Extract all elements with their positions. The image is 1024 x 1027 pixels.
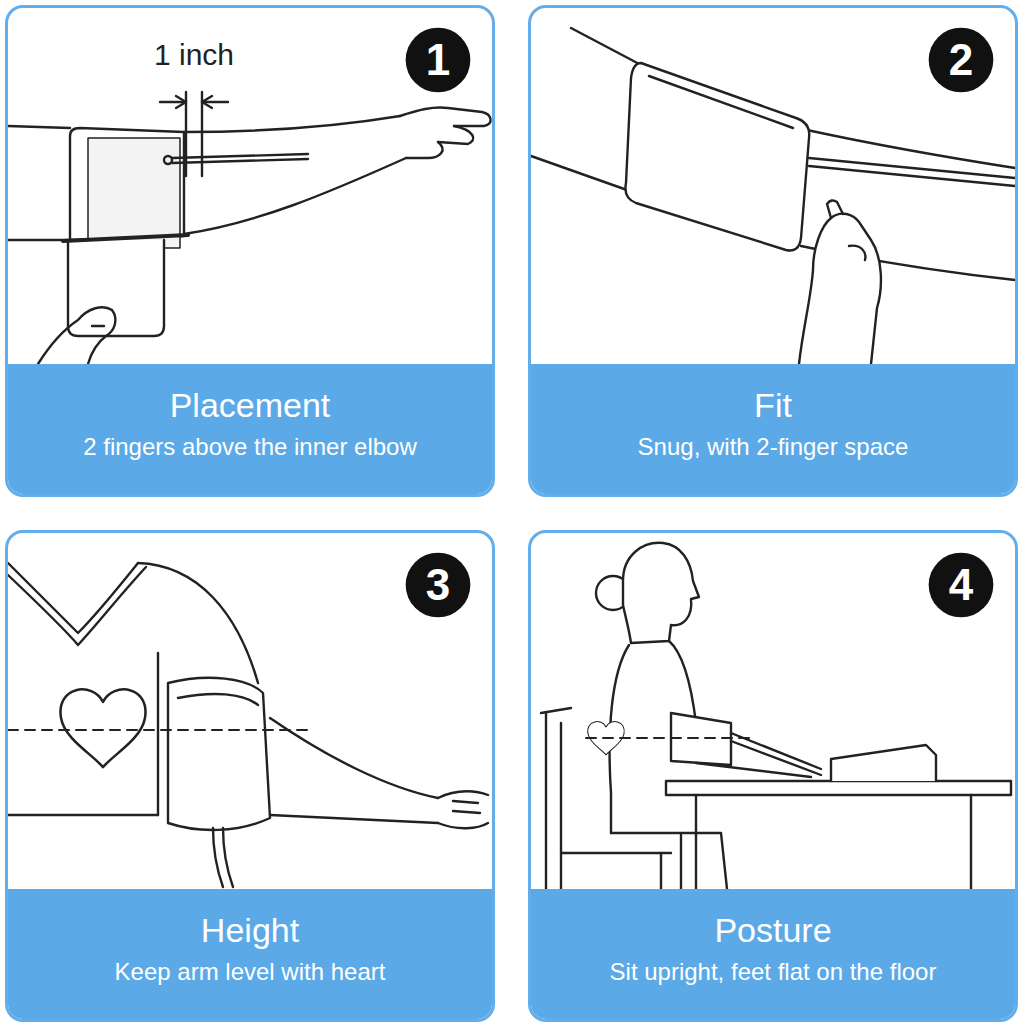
badge-circle-shape xyxy=(406,553,471,618)
line-art xyxy=(809,166,1015,186)
line-art xyxy=(172,154,308,158)
step-instruction: Keep arm level with heart xyxy=(14,957,486,987)
callout-number: 1 xyxy=(405,35,471,85)
line-art xyxy=(696,763,811,777)
step-number-badge: 3 xyxy=(405,552,471,618)
line-art xyxy=(623,543,699,643)
line-art xyxy=(8,126,70,128)
callout-number: 2 xyxy=(928,35,994,85)
line-art xyxy=(8,814,158,816)
line-art xyxy=(807,130,1015,168)
line-art xyxy=(660,853,662,889)
line-art xyxy=(38,307,115,364)
height-illustration xyxy=(8,563,488,887)
line-art xyxy=(545,713,547,889)
step-instruction: Sit upright, feet flat on the floor xyxy=(537,957,1009,987)
line-art xyxy=(60,689,145,767)
line-art xyxy=(92,325,104,327)
step-number-badge: 1 xyxy=(405,27,471,93)
line-art xyxy=(270,815,438,823)
instruction-panel: HeightKeep arm level with heart 3 xyxy=(5,530,495,1022)
callout-number: 3 xyxy=(405,560,471,610)
step-title: Fit xyxy=(537,384,1009,426)
line-art xyxy=(168,678,270,830)
line-art xyxy=(202,101,228,103)
step-title: Posture xyxy=(537,909,1009,951)
line-art xyxy=(223,828,233,887)
line-art xyxy=(157,653,159,815)
line-art xyxy=(669,641,696,723)
line-art xyxy=(970,795,972,889)
line-art xyxy=(571,28,643,66)
instruction-panel: PostureSit upright, feet flat on the flo… xyxy=(528,530,1018,1022)
line-art xyxy=(178,694,258,705)
line-art xyxy=(560,723,562,889)
instruction-panel: FitSnug, with 2-finger space 2 xyxy=(528,5,1018,497)
line-art xyxy=(400,107,491,126)
line-art xyxy=(695,795,697,889)
line-art xyxy=(680,835,682,889)
line-art xyxy=(541,708,571,713)
line-art xyxy=(649,76,793,128)
line-art xyxy=(176,96,186,108)
line-art xyxy=(270,718,438,798)
line-art xyxy=(63,235,188,241)
line-art xyxy=(611,833,727,889)
line-art xyxy=(160,101,186,103)
line-art xyxy=(8,239,68,241)
badge-circle-shape xyxy=(406,28,471,93)
line-art xyxy=(531,156,627,190)
placement-illustration xyxy=(8,92,491,364)
line-art xyxy=(438,791,488,798)
callout-number: 4 xyxy=(928,560,994,610)
line-art xyxy=(88,138,180,248)
step-instruction: Snug, with 2-finger space xyxy=(537,432,1009,462)
line-art xyxy=(164,156,172,164)
line-art xyxy=(138,563,258,683)
fit-illustration xyxy=(531,28,1015,364)
line-art xyxy=(8,729,308,731)
line-art xyxy=(849,246,865,260)
instruction-panel: Placement 2 fingers above the inner elbow… xyxy=(5,5,495,497)
caption-band: FitSnug, with 2-finger space xyxy=(531,364,1015,494)
line-art xyxy=(586,737,751,739)
caption-band: PostureSit upright, feet flat on the flo… xyxy=(531,889,1015,1019)
posture-illustration xyxy=(541,543,1011,889)
line-art xyxy=(827,200,843,218)
line-art xyxy=(831,745,936,781)
step-instruction: 2 fingers above the inner elbow xyxy=(14,432,486,462)
line-art xyxy=(172,159,308,163)
line-art xyxy=(213,828,223,887)
line-art xyxy=(406,142,443,158)
step-number-badge: 2 xyxy=(928,27,994,93)
caption-band: HeightKeep arm level with heart xyxy=(8,889,492,1019)
line-art xyxy=(8,567,146,645)
line-art xyxy=(184,158,406,234)
step-title: Placement xyxy=(14,384,486,426)
line-art xyxy=(561,852,671,854)
line-art xyxy=(185,92,187,176)
line-art xyxy=(438,823,488,828)
badge-circle-shape xyxy=(929,553,994,618)
step-title: Height xyxy=(14,909,486,951)
line-art xyxy=(453,811,480,813)
line-art xyxy=(666,781,1011,795)
line-art xyxy=(201,92,203,176)
badge-circle-shape xyxy=(929,28,994,93)
line-art xyxy=(453,801,478,803)
step-number-badge: 4 xyxy=(928,552,994,618)
caption-band: Placement 2 fingers above the inner elbow xyxy=(8,364,492,494)
line-art xyxy=(438,126,473,144)
line-art xyxy=(184,116,400,132)
line-art xyxy=(202,96,212,108)
line-art xyxy=(625,63,809,251)
dimension-label: 1 inch xyxy=(124,38,264,72)
line-art xyxy=(799,214,881,364)
